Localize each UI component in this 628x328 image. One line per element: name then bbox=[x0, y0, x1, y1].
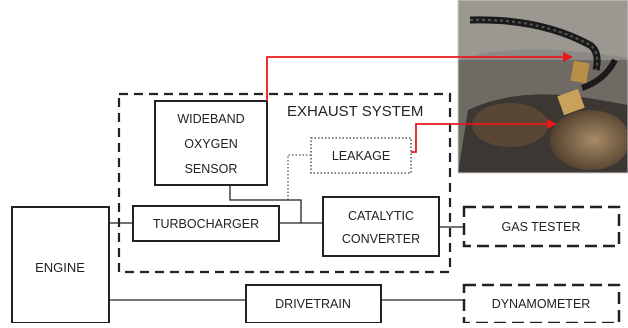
wideband-label-line1: WIDEBAND bbox=[177, 112, 244, 126]
drivetrain-label: DRIVETRAIN bbox=[275, 297, 351, 311]
catalytic-label-line2: CONVERTER bbox=[342, 232, 420, 246]
engine-label: ENGINE bbox=[35, 260, 85, 275]
exhaust-system-title: EXHAUST SYSTEM bbox=[287, 103, 423, 120]
catalytic-converter-box bbox=[323, 197, 439, 256]
leakage-connector bbox=[288, 155, 311, 200]
wideband-label-line3: SENSOR bbox=[185, 162, 238, 176]
dynamometer-label: DYNAMOMETER bbox=[492, 297, 591, 311]
wideband-label-line2: OXYGEN bbox=[184, 137, 238, 151]
catalytic-label-line1: CATALYTIC bbox=[348, 209, 414, 223]
gas-tester-label: GAS TESTER bbox=[502, 220, 581, 234]
exhaust-photo bbox=[458, 0, 628, 173]
leakage-label: LEAKAGE bbox=[332, 149, 390, 163]
turbocharger-label: TURBOCHARGER bbox=[153, 217, 259, 231]
